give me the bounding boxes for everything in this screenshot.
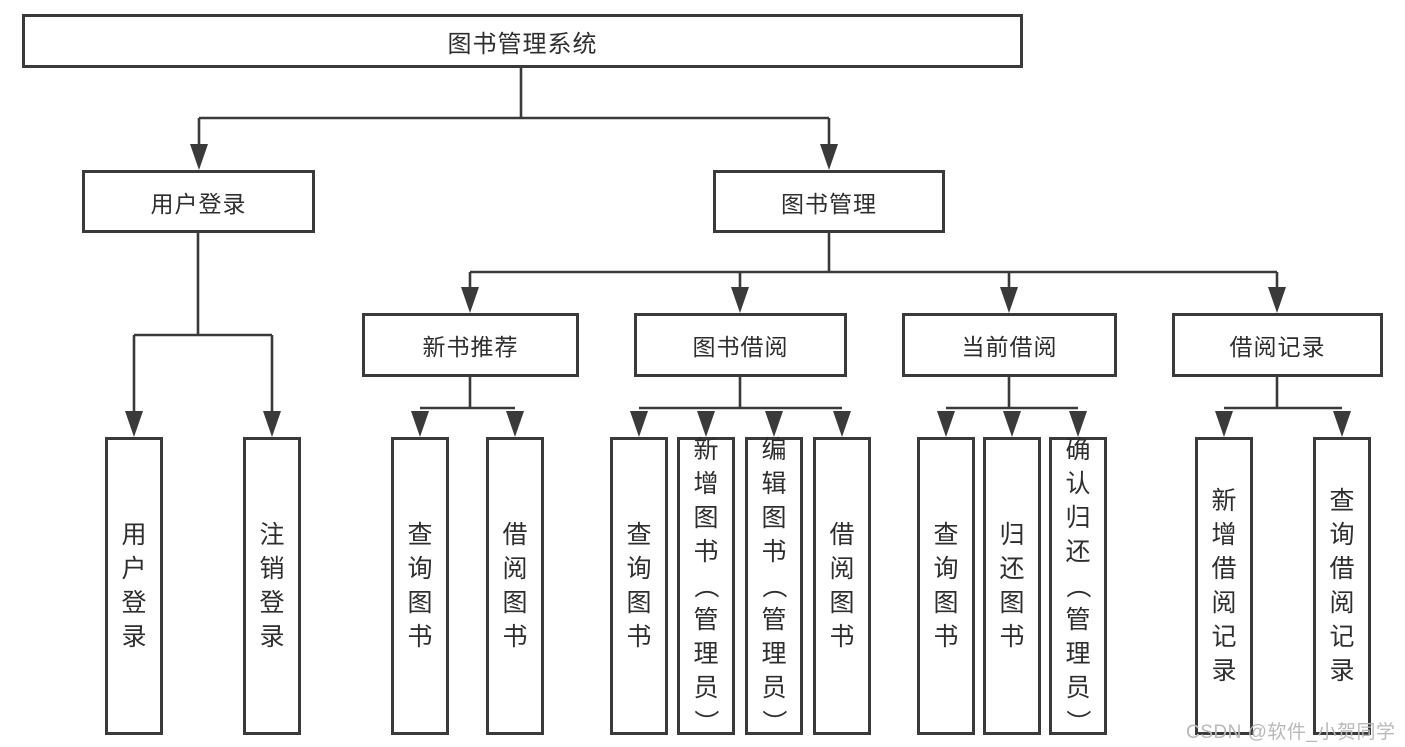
leaf-add-books-admin: 新增图书（管理员） [677, 436, 735, 735]
leaf-edit-books-admin: 编辑图书（管理员） [745, 436, 803, 735]
node-new-book-recommendation: 新书推荐 [362, 313, 579, 377]
node-label: 图书管理系统 [447, 30, 598, 58]
leaf-user-login: 用户登录 [105, 437, 163, 735]
node-label: 借阅记录 [1229, 334, 1326, 360]
leaf-label: 编辑图书（管理员） [759, 436, 788, 735]
leaf-label: 借阅图书 [829, 521, 855, 651]
leaf-label: 查询图书 [933, 521, 959, 651]
node-label: 用户登录 [150, 190, 247, 217]
leaf-label: 用户登录 [121, 521, 147, 651]
node-user-login: 用户登录 [82, 170, 315, 233]
leaf-borrow-books-recommend: 借阅图书 [486, 437, 544, 735]
node-label: 图书借阅 [692, 334, 789, 360]
leaf-label: 新增借阅记录 [1211, 487, 1237, 685]
leaf-query-books-borrowing: 查询图书 [610, 437, 668, 735]
node-label: 当前借阅 [961, 334, 1058, 360]
node-label: 新书推荐 [422, 334, 519, 360]
node-borrow-records: 借阅记录 [1172, 313, 1383, 377]
leaf-label: 查询借阅记录 [1329, 487, 1355, 685]
leaf-label: 借阅图书 [502, 521, 528, 651]
leaf-confirm-return-admin: 确认归还（管理员） [1049, 436, 1107, 735]
leaf-label: 归还图书 [999, 521, 1025, 651]
node-book-management: 图书管理 [713, 170, 945, 233]
leaf-query-books-current: 查询图书 [917, 437, 975, 735]
node-book-borrowing: 图书借阅 [634, 313, 847, 377]
leaf-return-books: 归还图书 [983, 437, 1041, 735]
leaf-label: 新增图书（管理员） [691, 436, 720, 735]
leaf-label: 注销登录 [259, 521, 285, 651]
leaf-label: 查询图书 [626, 521, 652, 651]
leaf-query-borrow-record: 查询借阅记录 [1313, 437, 1371, 735]
leaf-label: 确认归还（管理员） [1063, 436, 1092, 735]
node-label: 图书管理 [781, 190, 877, 217]
node-library-management-system: 图书管理系统 [22, 14, 1023, 68]
leaf-add-borrow-record: 新增借阅记录 [1195, 437, 1253, 735]
leaf-borrow-books: 借阅图书 [813, 437, 871, 735]
csdn-watermark: CSDN @软件_小贺同学 [1186, 722, 1396, 743]
leaf-logout: 注销登录 [243, 437, 301, 735]
leaf-label: 查询图书 [407, 521, 433, 651]
node-current-borrowing: 当前借阅 [902, 313, 1117, 377]
leaf-query-books-recommend: 查询图书 [391, 437, 449, 735]
